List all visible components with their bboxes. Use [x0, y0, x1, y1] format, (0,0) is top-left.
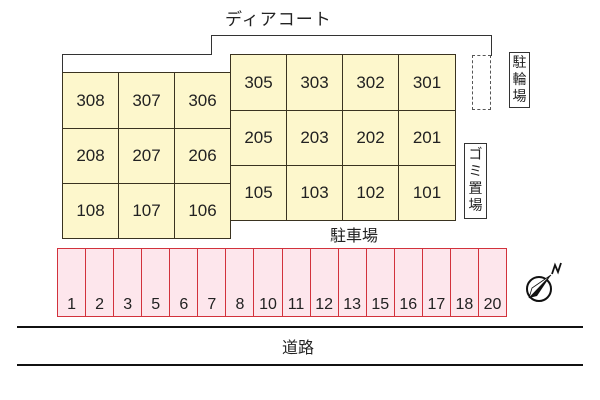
- left-block: 308 307 306 208 207 206 108 107 106: [62, 72, 231, 239]
- bicycle-parking-char: 場: [512, 88, 527, 105]
- road-edge-top: [17, 326, 583, 328]
- road-edge-bottom: [17, 364, 583, 366]
- unit-203[interactable]: 203: [286, 110, 343, 166]
- parking-stall[interactable]: 5: [142, 249, 171, 316]
- unit-306[interactable]: 306: [174, 72, 231, 129]
- unit-207[interactable]: 207: [118, 128, 175, 184]
- unit-305[interactable]: 305: [230, 54, 287, 111]
- right-block: 305 303 302 301 205 203 202 201 105 103 …: [230, 54, 456, 221]
- building-name: ディアコート: [225, 10, 332, 30]
- garbage-area-char: ミ: [468, 164, 483, 180]
- parking-stall[interactable]: 2: [86, 249, 115, 316]
- building-outline-upper: [211, 35, 492, 56]
- unit-201[interactable]: 201: [398, 110, 456, 166]
- garbage-area-char: ゴ: [468, 147, 483, 163]
- garbage-area-label: ゴ ミ 置 場: [464, 143, 487, 219]
- unit-307[interactable]: 307: [118, 72, 175, 129]
- parking-stall[interactable]: 18: [450, 249, 479, 316]
- parking-stall[interactable]: 15: [366, 249, 395, 316]
- bicycle-parking-char: 輪: [512, 71, 527, 88]
- parking-stall[interactable]: 6: [170, 249, 199, 316]
- unit-302[interactable]: 302: [342, 54, 399, 111]
- parking-stall[interactable]: 3: [114, 249, 143, 316]
- parking-stall[interactable]: 17: [422, 249, 451, 316]
- parking-stall[interactable]: 13: [338, 249, 367, 316]
- unit-106[interactable]: 106: [174, 183, 231, 239]
- unit-202[interactable]: 202: [342, 110, 399, 166]
- bicycle-parking-char: 駐: [512, 54, 527, 71]
- unit-308[interactable]: 308: [62, 72, 119, 129]
- unit-101[interactable]: 101: [398, 165, 456, 221]
- parking-lot-label: 駐車場: [330, 226, 379, 245]
- unit-301[interactable]: 301: [398, 54, 456, 111]
- parking-stall[interactable]: 12: [310, 249, 339, 316]
- unit-105[interactable]: 105: [230, 165, 287, 221]
- road-label: 道路: [282, 338, 315, 357]
- bicycle-parking-label: 駐 輪 場: [509, 52, 530, 108]
- building-outline-left: [62, 54, 213, 73]
- unit-205[interactable]: 205: [230, 110, 287, 166]
- unit-103[interactable]: 103: [286, 165, 343, 221]
- parking-stall[interactable]: 8: [226, 249, 255, 316]
- unit-102[interactable]: 102: [342, 165, 399, 221]
- parking-stall[interactable]: 20: [478, 249, 506, 316]
- parking-stalls: 1 2 3 5 6 7 8 10 11 12 13 15 16 17 18 20: [57, 248, 507, 317]
- parking-stall[interactable]: 10: [254, 249, 283, 316]
- unit-107[interactable]: 107: [118, 183, 175, 239]
- unit-206[interactable]: 206: [174, 128, 231, 184]
- north-arrow-icon: [520, 262, 564, 306]
- garbage-area-char: 場: [468, 198, 483, 214]
- unit-108[interactable]: 108: [62, 183, 119, 239]
- garbage-area-char: 置: [468, 181, 483, 197]
- bicycle-parking-area: [472, 55, 491, 110]
- unit-208[interactable]: 208: [62, 128, 119, 184]
- unit-303[interactable]: 303: [286, 54, 343, 111]
- parking-stall[interactable]: 1: [58, 249, 87, 316]
- parking-stall[interactable]: 7: [198, 249, 227, 316]
- parking-stall[interactable]: 11: [282, 249, 311, 316]
- parking-stall[interactable]: 16: [394, 249, 423, 316]
